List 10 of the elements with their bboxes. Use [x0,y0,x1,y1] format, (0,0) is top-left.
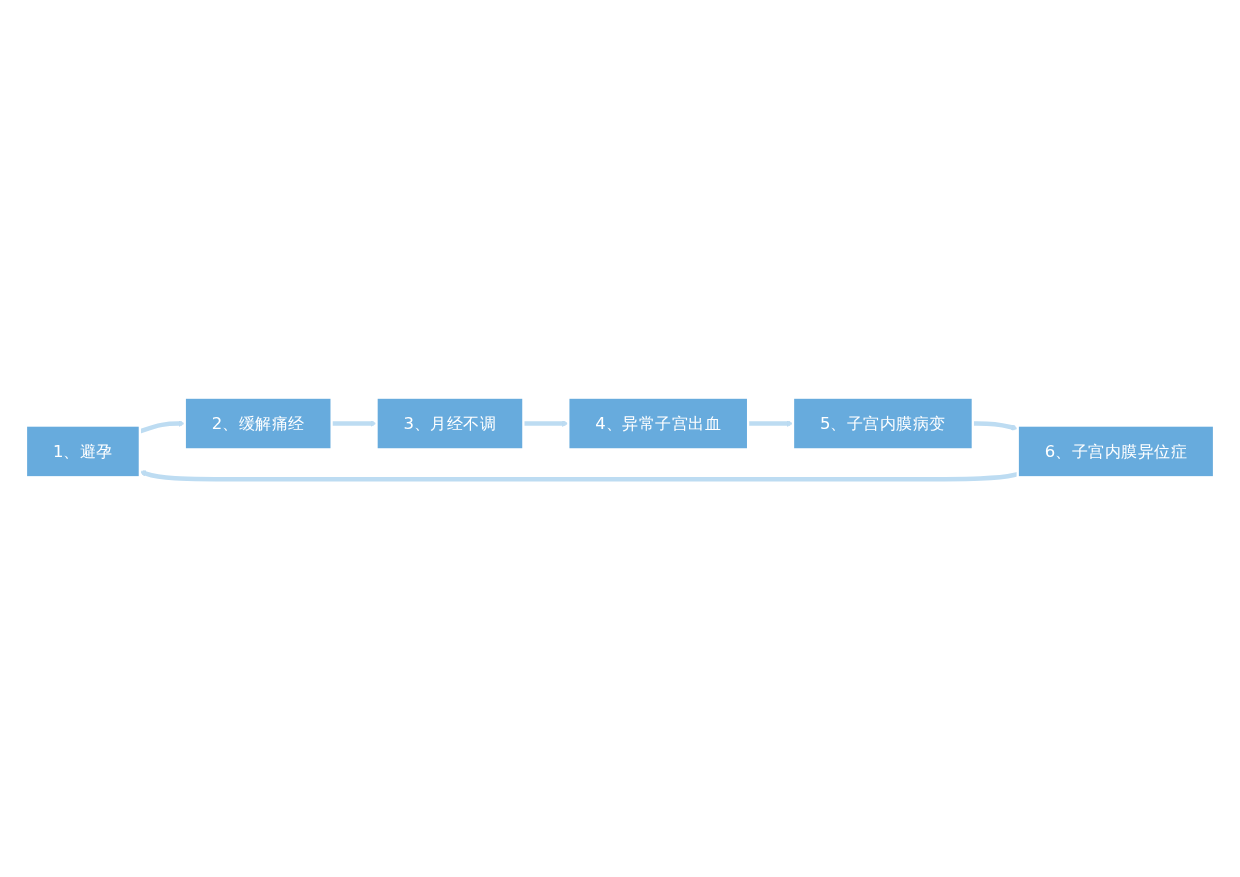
arrow [331,420,377,427]
arrow [139,470,1019,482]
arrow [748,420,794,427]
node-box: 5、子宫内膜病变 [791,396,974,451]
node-box: 1、避孕 [24,424,141,479]
node-box: 3、月经不调 [375,396,525,451]
node-box: 6、子宫内膜异位症 [1016,424,1216,479]
arrow [523,420,569,427]
node-box: 2、缓解痛经 [183,396,333,451]
node-box: 4、异常子宫出血 [567,396,750,451]
